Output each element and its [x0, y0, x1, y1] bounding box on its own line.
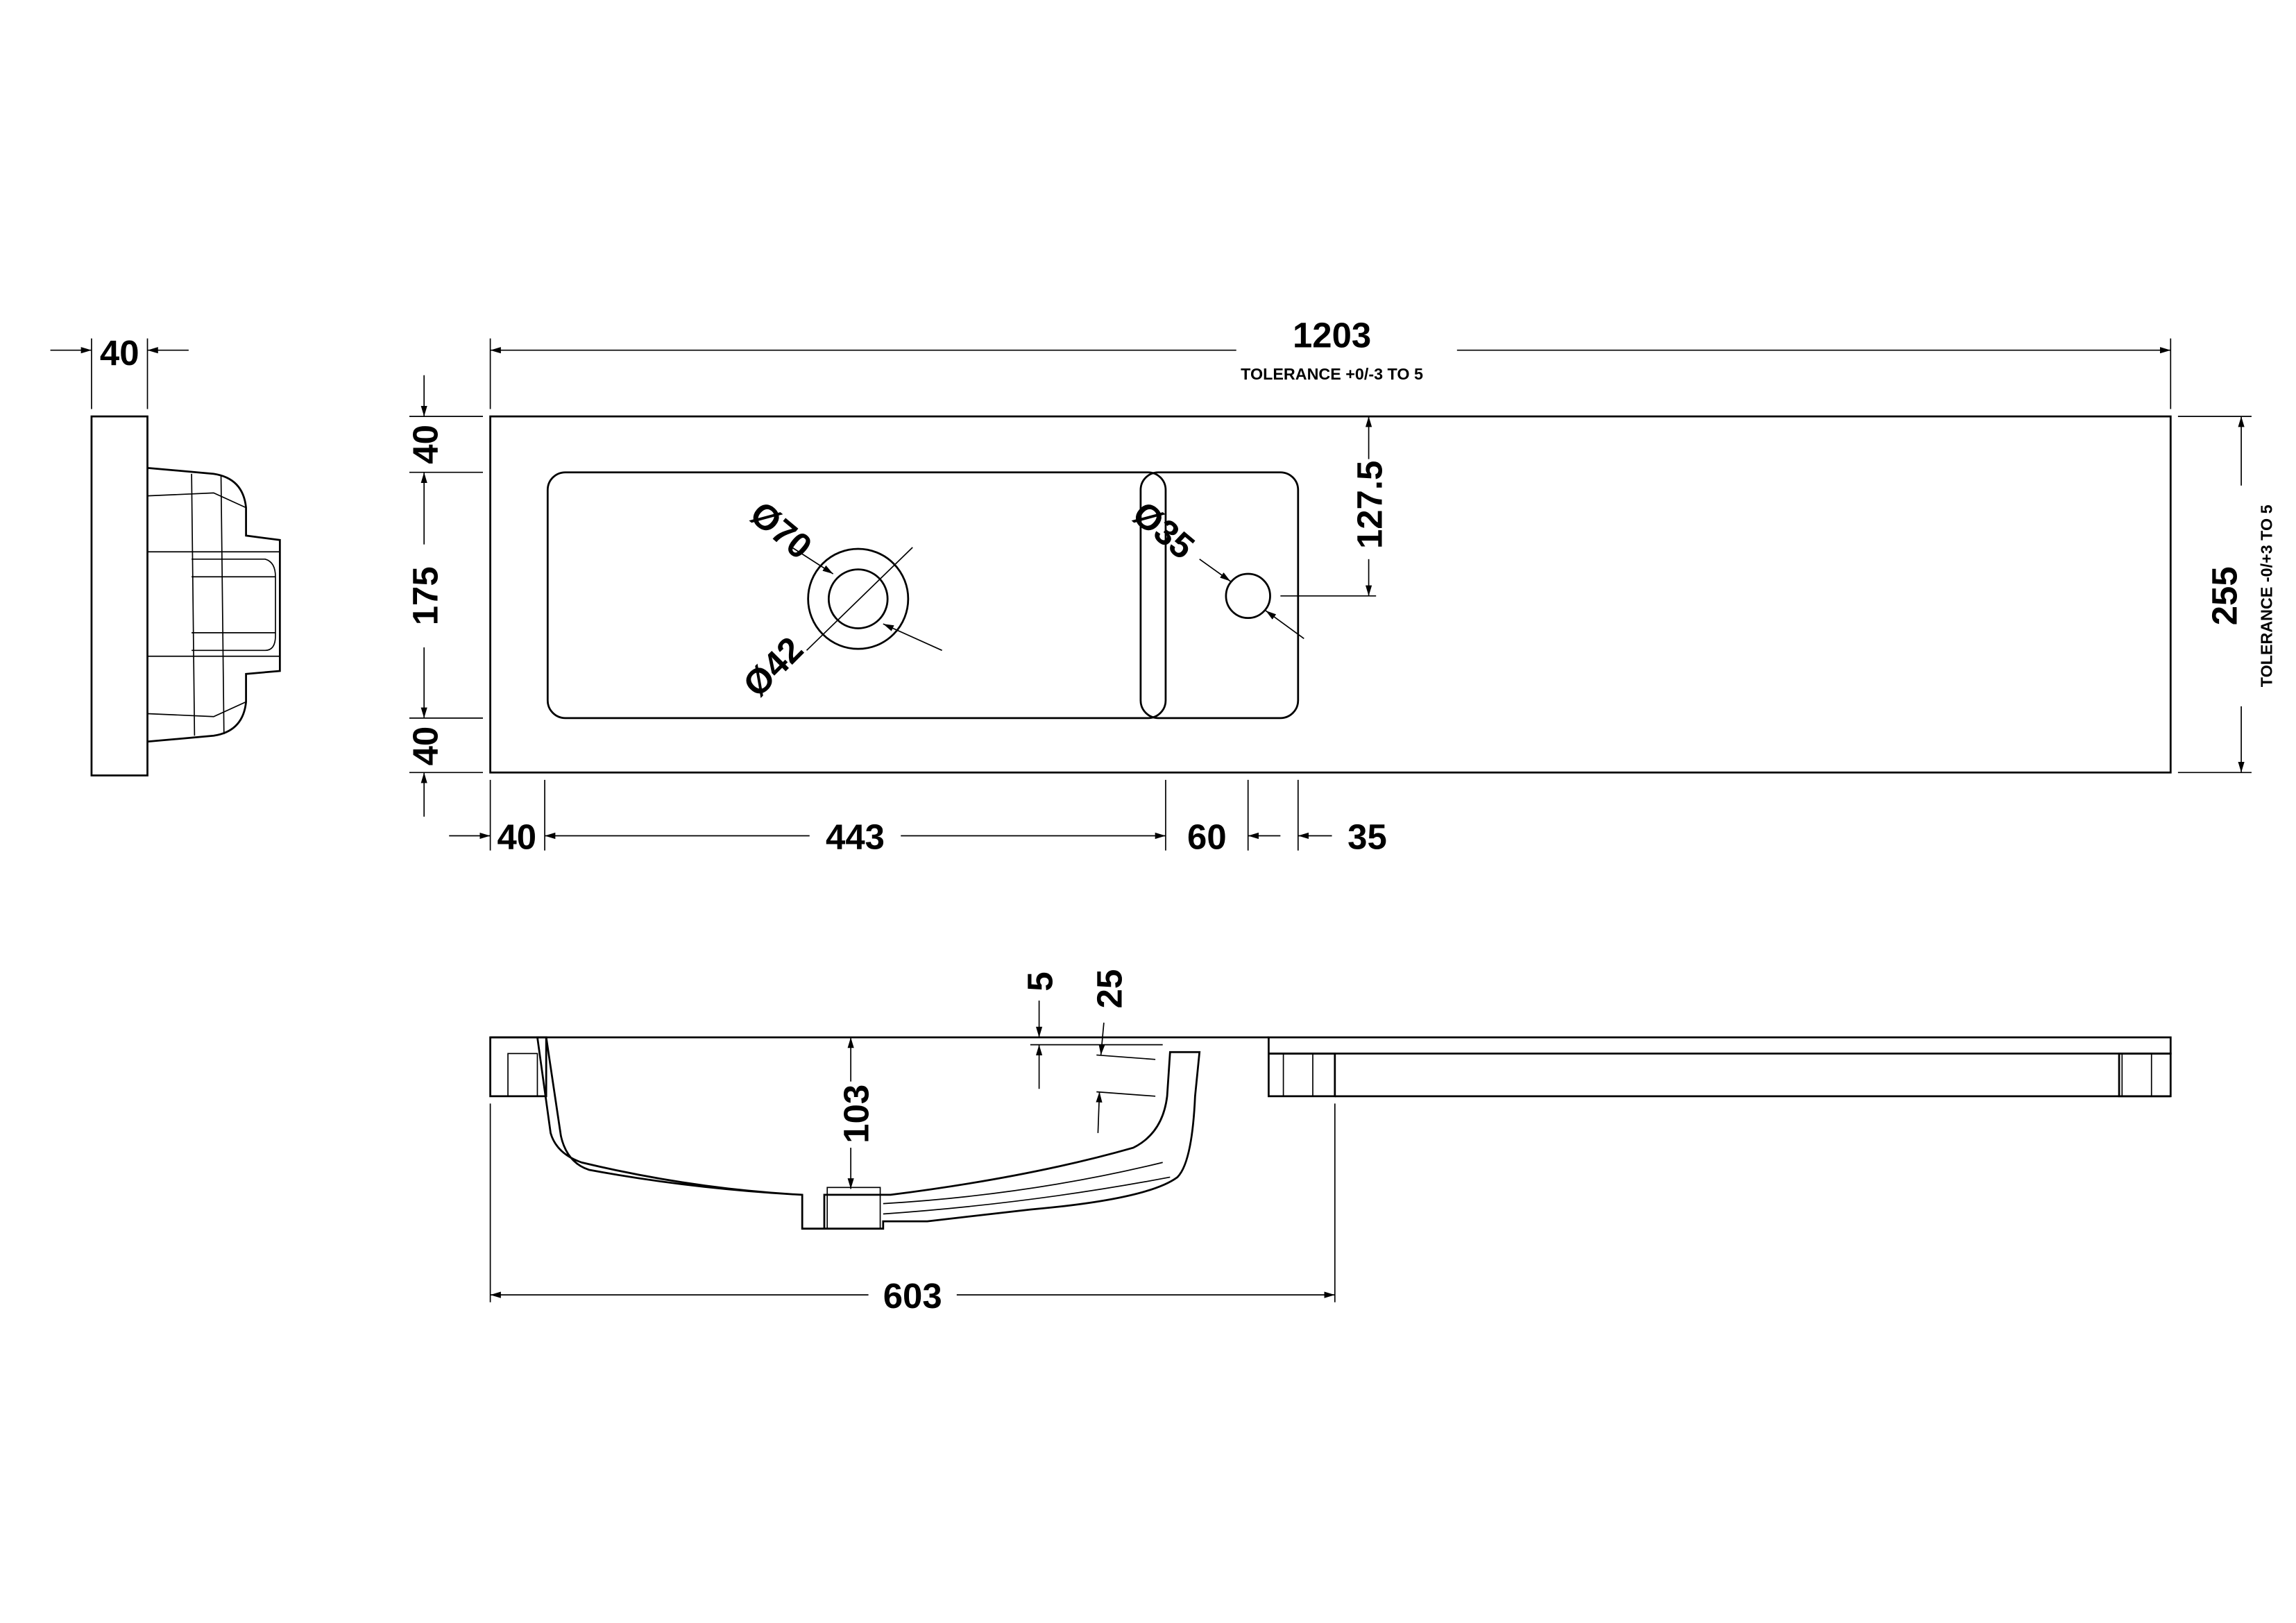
- tap-hole-label: Ø35: [1125, 493, 1202, 566]
- tap-from-back-label: 127.5: [1350, 461, 1390, 549]
- depth-label: 255: [2205, 566, 2245, 625]
- length-label: 1203: [1293, 315, 1371, 355]
- side-view: 40: [50, 333, 281, 776]
- bowl-length-label: 443: [826, 817, 885, 857]
- tap-deck-label: 60: [1187, 817, 1227, 857]
- waste-outer-label: Ø70: [743, 493, 819, 566]
- side-slab: [90, 415, 148, 776]
- bowl-depth-label: 175: [405, 566, 445, 625]
- basin-outline: [489, 415, 2172, 774]
- waste-outer-circle: [807, 547, 910, 650]
- margin-bottom-label: 40: [405, 726, 445, 766]
- overflow-label: 25: [1089, 969, 1129, 1009]
- rim-label: 5: [1021, 971, 1060, 991]
- top-view: Ø70 Ø42 Ø35 1203 TOLERANCE +0/-3 TO 5 25…: [405, 315, 2275, 856]
- waste-inner-label: Ø42: [735, 629, 810, 704]
- depth-tolerance: TOLERANCE -0/+3 TO 5: [2258, 504, 2276, 687]
- bowl-section: [536, 1036, 1201, 1230]
- bowl: [546, 471, 1167, 720]
- margin-top-label: 40: [405, 425, 445, 464]
- bowl-width-label: 603: [883, 1276, 942, 1316]
- countertop-section: [1268, 1036, 2172, 1055]
- length-tolerance: TOLERANCE +0/-3 TO 5: [1241, 365, 1423, 383]
- side-bowl-profile: [147, 466, 281, 743]
- section-view: 603 103 5 25: [489, 969, 2172, 1316]
- waste-inner-circle: [827, 568, 889, 629]
- tap-offset-label: 35: [1347, 817, 1387, 857]
- side-width-label: 40: [100, 333, 139, 373]
- margin-left-label: 40: [497, 817, 536, 857]
- bowl-height-label: 103: [837, 1085, 876, 1144]
- tap-deck: [1139, 471, 1300, 720]
- tap-hole: [1225, 572, 1271, 620]
